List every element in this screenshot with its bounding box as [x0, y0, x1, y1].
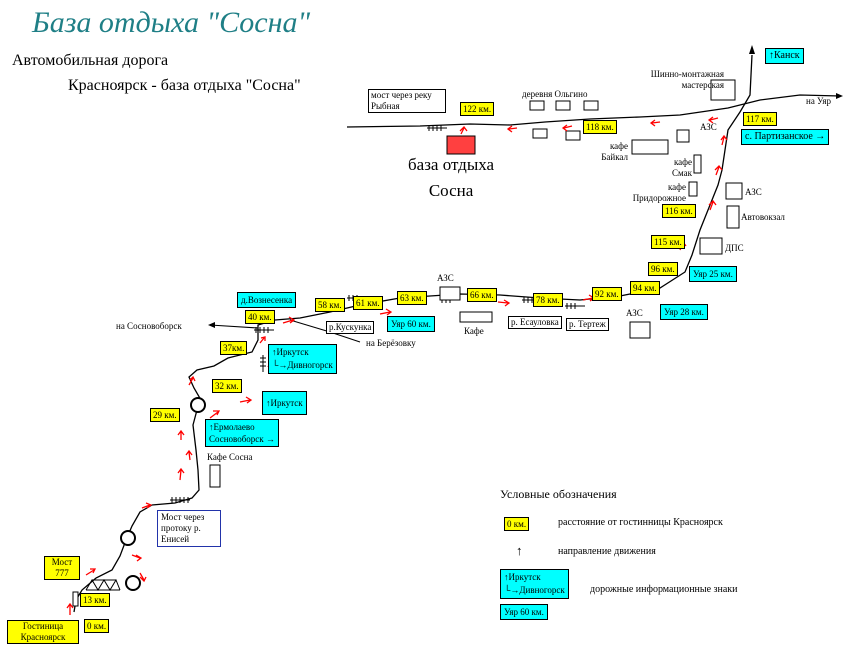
- legend-sign-line1: Иркутск: [508, 572, 541, 582]
- sign-uyar-60: Уяр 60 км.: [387, 316, 435, 332]
- base-label-line2: Сосна: [428, 181, 474, 200]
- sign-ermolaevo-sosnovoborsk: ↑Ермолаево Сосновоборск →: [205, 419, 279, 447]
- label-tire-shop: Шинно-монтажная мастерская: [650, 69, 724, 90]
- legend-sign-text: дорожные информационные знаки: [590, 584, 738, 595]
- label-azs-3: АЗС: [437, 273, 454, 283]
- subtitle-line1: Автомобильная дорога: [12, 52, 169, 69]
- km-marker-63: 63 км.: [397, 291, 427, 305]
- label-r-esaulovka: р. Есауловка: [508, 316, 562, 329]
- base-sosna-marker: [446, 135, 476, 155]
- arrow-up-icon: ↑: [272, 347, 277, 357]
- label-hotel: Гостиница Красноярск: [7, 620, 79, 644]
- arrow-up-icon: ↑: [266, 398, 271, 408]
- km-marker-32: 32 км.: [212, 379, 242, 393]
- label-bus-station: Автовокзал: [741, 212, 785, 222]
- km-marker-0: 0 км.: [84, 619, 110, 633]
- legend-km-sample: 0 км.: [504, 517, 530, 531]
- base-label: база отдыха Сосна: [408, 152, 494, 204]
- sign-sosnovoborsk-label: Сосновоборск →: [209, 434, 275, 444]
- label-azs-4: АЗС: [626, 308, 643, 318]
- km-marker-66: 66 км.: [467, 288, 497, 302]
- roundabout-3: [190, 397, 206, 413]
- legend-sign-uyar: Уяр 60 км.: [500, 604, 548, 620]
- label-r-kuskunka: р.Кускунка: [326, 321, 375, 334]
- base-label-line1: база отдыха: [408, 155, 495, 174]
- km-marker-40: 40 км.: [245, 310, 275, 324]
- turn-right-arrow-icon: └→: [272, 360, 288, 370]
- sign-irkutsk-only-label: Иркутск: [270, 398, 303, 408]
- sign-irkutsk-label: Иркутск: [276, 347, 309, 357]
- bridge-777-icon: [85, 578, 121, 591]
- arrow-sosnovoborsk: [208, 322, 215, 328]
- label-dps: ДПС: [725, 243, 744, 253]
- label-to-berezovka: на Берёзовку: [366, 338, 416, 348]
- km-marker-78: 78 км.: [533, 293, 563, 307]
- main-road: [73, 54, 753, 613]
- turn-right-arrow-icon: └→: [504, 585, 520, 595]
- km-marker-37: 37км.: [220, 341, 248, 355]
- label-cafe: Кафе: [464, 326, 484, 336]
- legend-km-text: расстояние от гостинницы Красноярск: [558, 517, 723, 528]
- arrow-kansk: [749, 45, 755, 54]
- km-marker-122: 122 км.: [460, 102, 495, 116]
- label-bridge-777: Мост 777: [44, 556, 80, 580]
- bridge-777-line2: 777: [55, 568, 69, 578]
- label-cafe-smak: кафе Смак: [671, 157, 692, 178]
- label-cafe-sosna: Кафе Сосна: [207, 452, 253, 462]
- top-road: [346, 94, 841, 128]
- label-r-tertezh: р. Тертеж: [566, 318, 609, 331]
- label-to-sosnovoborsk: на Сосновоборск: [116, 321, 182, 331]
- sign-ermolaevo-label: Ермолаево: [213, 422, 255, 432]
- label-bridge-rybnaya: мост через реку Рыбная: [368, 89, 446, 113]
- sign-irkutsk-divnogorsk: ↑Иркутск └→Дивногорск: [268, 344, 337, 374]
- sign-partizanskoe: с. Партизанское →: [741, 129, 830, 145]
- km-marker-115: 115 км.: [651, 235, 685, 249]
- km-marker-117: 117 км.: [743, 112, 777, 126]
- sign-uyar-28: Уяр 28 км.: [660, 304, 708, 320]
- buildings: [72, 79, 743, 607]
- km-marker-58: 58 км.: [315, 298, 345, 312]
- legend-arrow-text: направление движения: [558, 546, 656, 557]
- label-cafe-baikal: кафе Байкал: [601, 141, 628, 162]
- label-cafe-pridorozhnoe: кафе Придорожное: [632, 182, 686, 203]
- bridge-777-line1: Мост: [51, 557, 73, 567]
- km-marker-92: 92 км.: [592, 287, 622, 301]
- km-marker-13: 13 км.: [80, 593, 110, 607]
- km-marker-118: 118 км.: [583, 120, 617, 134]
- sign-kansk: ↑Канск: [765, 48, 804, 64]
- legend-title: Условные обозначения: [500, 487, 617, 501]
- sign-kansk-label: Канск: [774, 50, 800, 61]
- page-title: База отдыха "Сосна": [32, 6, 311, 39]
- km-marker-61: 61 км.: [353, 296, 383, 310]
- sign-divnogorsk-label: Дивногорск: [287, 360, 333, 370]
- sosnovoborsk-road: [209, 324, 259, 329]
- km-marker-116: 116 км.: [662, 204, 696, 218]
- sign-voznesenka: д.Вознесенка: [237, 292, 297, 308]
- sign-irkutsk: ↑Иркутск: [262, 391, 307, 415]
- sign-uyar-25: Уяр 25 км.: [689, 266, 737, 282]
- legend-sign-sample: ↑Иркутск └→Дивногорск: [500, 569, 569, 599]
- km-marker-94: 94 км.: [630, 281, 660, 295]
- arrow-up-icon: ↑: [769, 50, 774, 61]
- km-marker-29: 29 км.: [150, 408, 180, 422]
- label-azs-1: АЗС: [700, 122, 717, 132]
- direction-arrows: [66, 116, 728, 615]
- arrow-up-icon: ↑: [209, 422, 214, 432]
- roundabout-2: [120, 530, 136, 546]
- label-azs-2: АЗС: [745, 187, 762, 197]
- legend-arrow-icon: ↑: [516, 543, 523, 558]
- km-marker-96: 96 км.: [648, 262, 678, 276]
- roundabout-1: [125, 575, 141, 591]
- label-bridge-channel: Мост через протоку р. Енисей: [157, 510, 221, 547]
- arrow-up-icon: ↑: [504, 572, 509, 582]
- arrow-uyar: [836, 93, 843, 99]
- label-to-uyar: на Уяр: [806, 96, 832, 106]
- label-olgino: деревня Ольгино: [522, 89, 588, 99]
- legend-sign-line2: Дивногорск: [519, 585, 565, 595]
- subtitle-line2: Красноярск - база отдыха "Сосна": [68, 77, 301, 94]
